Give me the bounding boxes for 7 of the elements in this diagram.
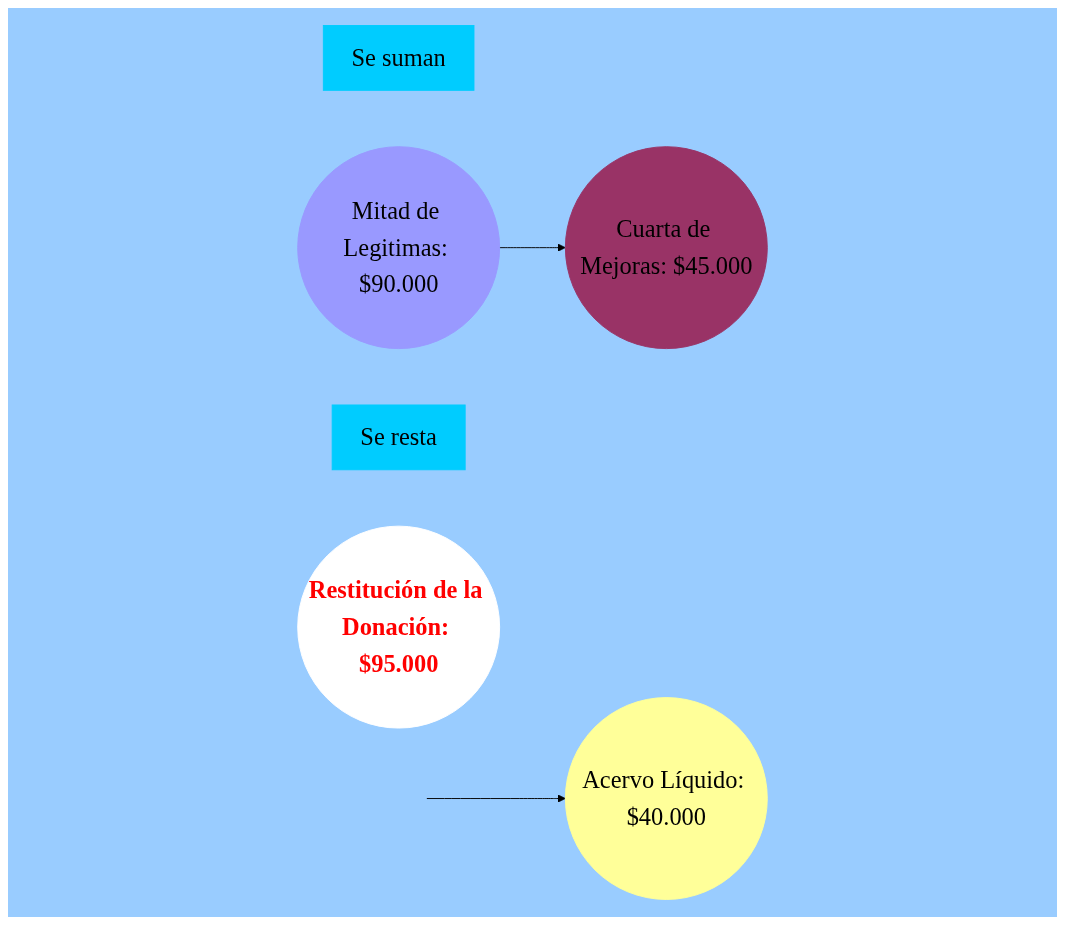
node-circle — [297, 525, 501, 729]
diagram-background: Se suman Mitad de Legitimas: $90.000 Cuarta de Mejoras: $45.000 Acervo Líquido: $40.000 Se resta Restitución de la Donación: $95.000 — [8, 8, 1057, 917]
node-circle — [564, 146, 768, 350]
node-circle — [297, 146, 501, 350]
node-box — [331, 404, 466, 471]
node-circle — [564, 697, 768, 900]
node-box — [322, 25, 475, 91]
